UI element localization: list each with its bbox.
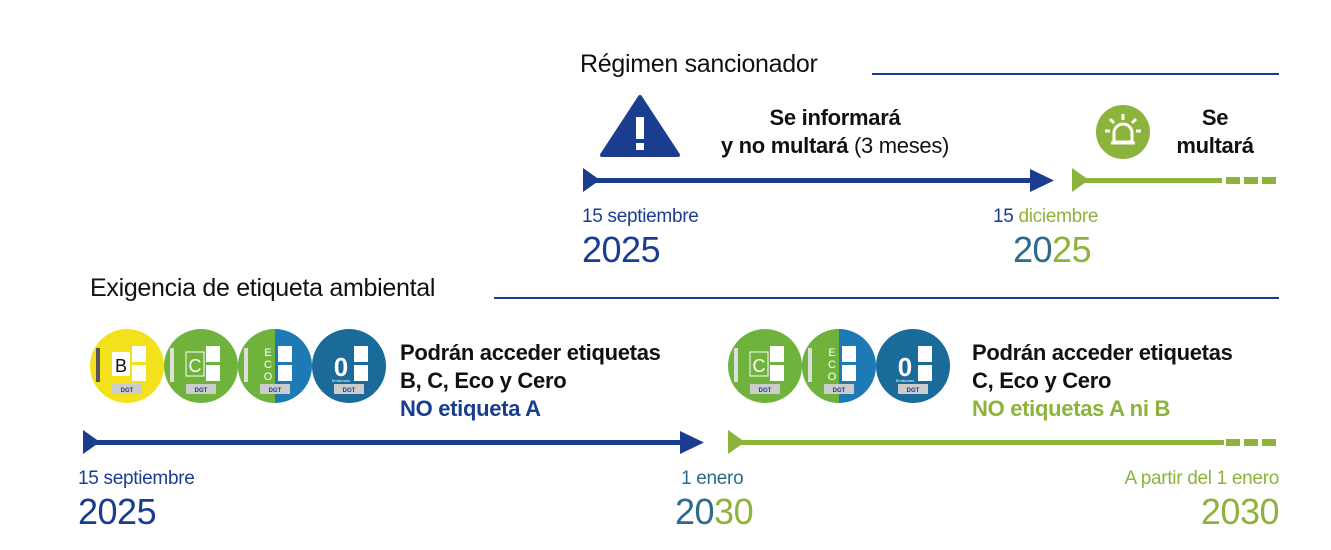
exig-end-date: A partir del 1 enero [1124, 468, 1279, 489]
svg-text:O: O [828, 371, 837, 383]
svg-text:Emisiones: Emisiones [896, 378, 914, 383]
fine-line2: multará [1176, 133, 1254, 158]
group2-line2: C, Eco y Cero [972, 368, 1112, 393]
svg-text:DGT: DGT [907, 388, 920, 394]
badge-b: B DGT [90, 329, 164, 403]
svg-text:E: E [264, 347, 271, 359]
svg-text:DGT: DGT [833, 388, 846, 394]
regimen-timeline [580, 166, 1280, 196]
badge-group-1: B DGT C DGT E C O DGT [90, 328, 386, 404]
timeline-blue-arrowhead [1030, 169, 1054, 192]
exigencia-rule [494, 297, 1279, 299]
badge-c-2: C DGT [728, 329, 802, 403]
regimen-end-date: 15 diciembre [993, 206, 1099, 227]
group2-line3: NO etiquetas A ni B [972, 396, 1171, 421]
fine-line1: Se [1201, 105, 1229, 130]
exig-blue-segment [83, 440, 683, 445]
warning-message: Se informará y no multará (3 meses) [700, 104, 970, 160]
warning-line2: y no multará (3 meses) [720, 133, 950, 158]
regimen-rule [872, 73, 1279, 75]
regimen-end-year: 2025 [1013, 229, 1092, 270]
exig-start-year: 2025 [78, 491, 157, 532]
exig-mid-year: 2030 [675, 491, 754, 532]
exig-green-segment [728, 440, 1224, 445]
exigencia-timeline [80, 428, 1280, 458]
svg-text:Emisiones: Emisiones [332, 378, 350, 383]
svg-text:DGT: DGT [269, 388, 282, 394]
svg-text:0: 0 [334, 352, 348, 382]
regimen-start-date: 15 septiembre [582, 206, 699, 227]
group1-line2: B, C, Eco y Cero [400, 368, 567, 393]
badge-cero: 0 Emisiones DGT [312, 329, 386, 403]
svg-text:DGT: DGT [759, 388, 772, 394]
timeline-blue-segment [583, 178, 1033, 183]
badge-group-2: C DGT E C O DGT 0 Emisiones DGT [728, 328, 950, 404]
badge-eco: E C O DGT [238, 329, 312, 403]
alarm-light-icon [1095, 104, 1151, 160]
regimen-start-year: 2025 [582, 229, 661, 270]
group1-line3: NO etiqueta A [400, 396, 541, 421]
group2-line1: Podrán acceder etiquetas [972, 340, 1233, 365]
warning-line1: Se informará [769, 105, 901, 130]
svg-text:0: 0 [898, 352, 912, 382]
badge-c: C DGT [164, 329, 238, 403]
svg-text:O: O [264, 371, 273, 383]
group2-message: Podrán acceder etiquetas C, Eco y Cero N… [972, 339, 1233, 423]
group1-message: Podrán acceder etiquetas B, C, Eco y Cer… [400, 339, 661, 423]
svg-text:E: E [828, 347, 835, 359]
exig-end-year: 2030 [1200, 491, 1280, 532]
exig-blue-arrowhead [680, 431, 704, 454]
exigencia-title: Exigencia de etiqueta ambiental [90, 274, 436, 302]
svg-text:C: C [189, 356, 202, 376]
badge-cero-2: 0 Emisiones DGT [876, 329, 950, 403]
regimen-title: Régimen sancionador [580, 50, 818, 78]
group1-line1: Podrán acceder etiquetas [400, 340, 661, 365]
svg-text:DGT: DGT [121, 388, 134, 394]
fine-message: Se multará [1160, 104, 1270, 160]
warning-triangle-icon [600, 95, 680, 157]
exig-start-date: 15 septiembre [78, 468, 195, 489]
svg-text:DGT: DGT [343, 388, 356, 394]
badge-eco-2: E C O DGT [802, 329, 876, 403]
svg-text:B: B [115, 356, 127, 376]
svg-text:C: C [753, 356, 766, 376]
svg-text:C: C [264, 359, 272, 371]
exig-mid-date: 1 enero [681, 468, 744, 489]
timeline-green-segment [1072, 178, 1222, 183]
svg-text:DGT: DGT [195, 388, 208, 394]
svg-text:C: C [828, 359, 836, 371]
